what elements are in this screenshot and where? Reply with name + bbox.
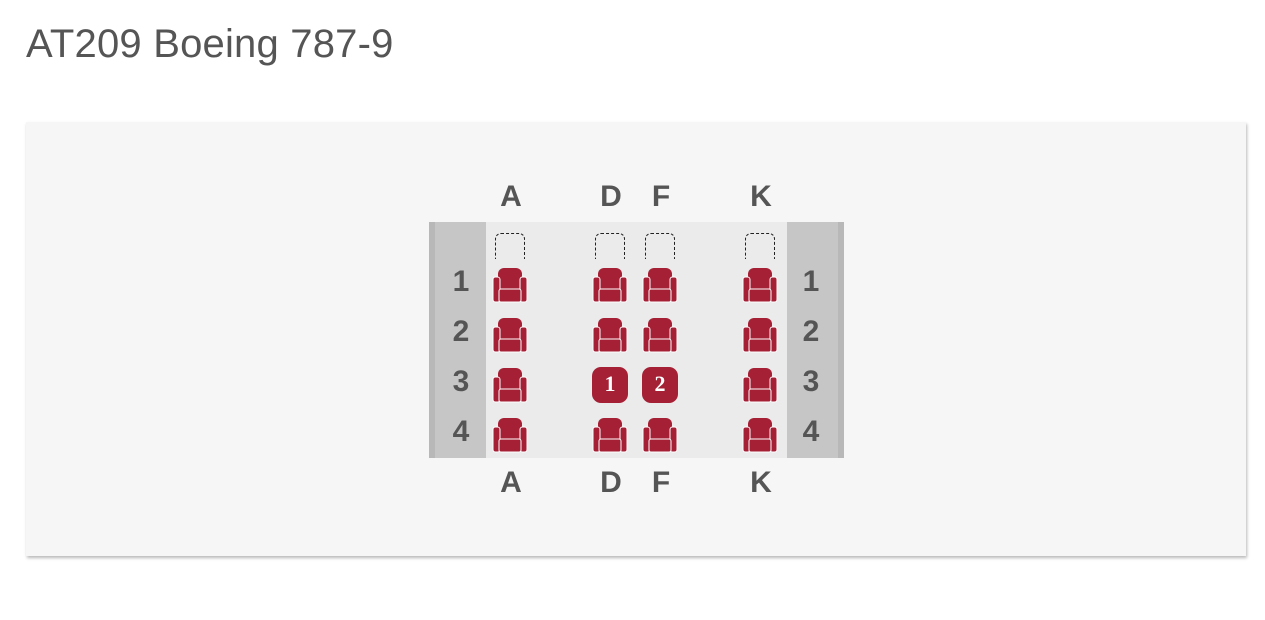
cabin-left-wall (429, 222, 486, 458)
column-label-bottom-a: A (500, 466, 522, 499)
airplane-seat-icon (742, 268, 778, 303)
column-label-bottom-d: D (600, 466, 622, 499)
airplane-seat-icon (642, 268, 678, 303)
seat-4d[interactable] (592, 417, 628, 453)
no-seat-marker-f (645, 233, 675, 259)
column-label-top-f: F (651, 180, 671, 213)
seat-3a[interactable] (492, 367, 528, 403)
airplane-seat-icon (642, 318, 678, 353)
seat-2a[interactable] (492, 317, 528, 353)
airplane-seat-icon (492, 268, 528, 303)
row-label-left-3: 3 (452, 365, 470, 398)
row-label-left-4: 4 (452, 415, 470, 448)
no-seat-marker-k (745, 233, 775, 259)
row-label-left-1: 1 (452, 265, 470, 298)
seat-2k[interactable] (742, 317, 778, 353)
column-label-top-d: D (600, 180, 622, 213)
airplane-seat-icon (492, 368, 528, 403)
seat-3d-selected[interactable]: 1 (592, 367, 628, 403)
seat-1k[interactable] (742, 267, 778, 303)
no-seat-marker-d (595, 233, 625, 259)
seat-1d[interactable] (592, 267, 628, 303)
seat-4f[interactable] (642, 417, 678, 453)
row-label-right-1: 1 (802, 265, 820, 298)
row-label-right-2: 2 (802, 315, 820, 348)
seat-2d[interactable] (592, 317, 628, 353)
column-label-bottom-k: K (750, 466, 772, 499)
airplane-seat-icon (592, 268, 628, 303)
seat-4k[interactable] (742, 417, 778, 453)
row-label-left-2: 2 (452, 315, 470, 348)
airplane-seat-icon (492, 318, 528, 353)
seat-1f[interactable] (642, 267, 678, 303)
page-title: AT209 Boeing 787-9 (26, 22, 394, 66)
no-seat-marker-a (495, 233, 525, 259)
column-label-top-k: K (750, 180, 772, 213)
airplane-seat-icon (492, 418, 528, 453)
seat-2f[interactable] (642, 317, 678, 353)
row-label-right-4: 4 (802, 415, 820, 448)
seat-1a[interactable] (492, 267, 528, 303)
airplane-seat-icon (592, 318, 628, 353)
cabin-right-wall (787, 222, 844, 458)
column-label-top-a: A (500, 180, 522, 213)
airplane-seat-icon (742, 418, 778, 453)
airplane-seat-icon (642, 418, 678, 453)
airplane-seat-icon (742, 318, 778, 353)
column-label-bottom-f: F (651, 466, 671, 499)
airplane-seat-icon (742, 368, 778, 403)
seat-4a[interactable] (492, 417, 528, 453)
row-label-right-3: 3 (802, 365, 820, 398)
seat-3f-selected[interactable]: 2 (642, 367, 678, 403)
airplane-seat-icon (592, 418, 628, 453)
seat-3k[interactable] (742, 367, 778, 403)
